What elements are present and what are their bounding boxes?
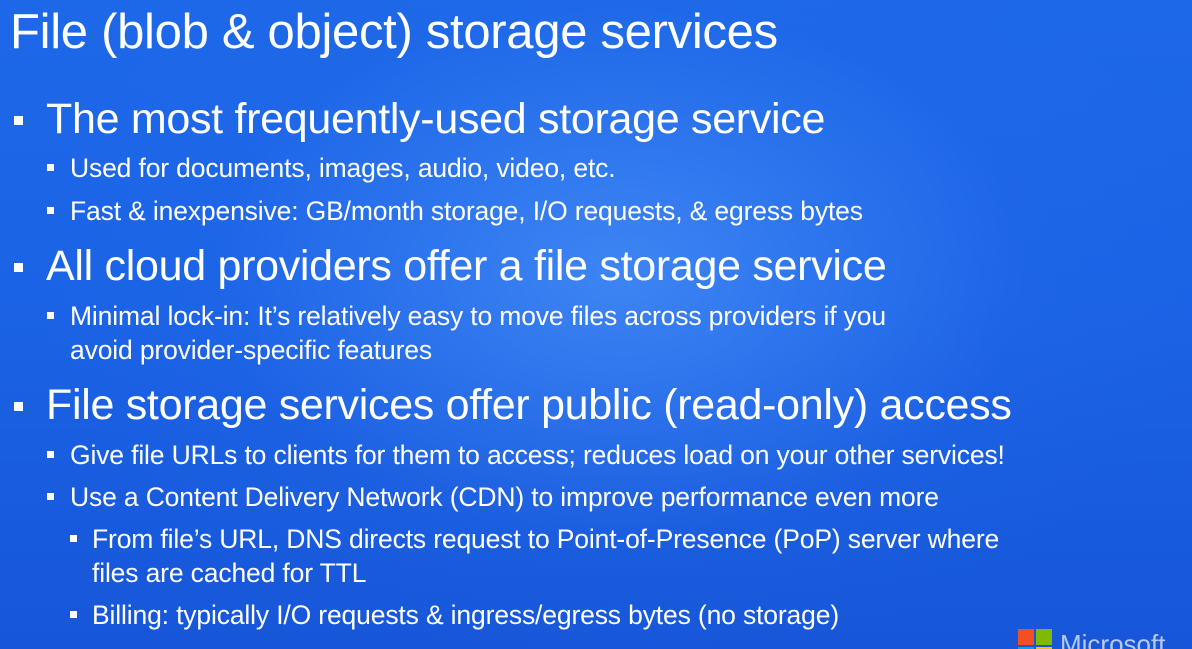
bullet-text: Fast & inexpensive: GB/month storage, I/… [70, 196, 863, 226]
bullet-text-continuation: avoid provider-specific features [70, 335, 432, 365]
bullet-text: Billing: typically I/O requests & ingres… [92, 600, 839, 630]
bullet-text: Give file URLs to clients for them to ac… [70, 440, 1005, 470]
square-bullet-icon [47, 493, 54, 500]
bullet-item: All cloud providers offer a file storage… [14, 240, 887, 292]
square-bullet-icon [14, 116, 23, 125]
bullet-text: File storage services offer public (read… [46, 381, 1012, 429]
sub-bullet-item: Give file URLs to clients for them to ac… [47, 438, 1005, 472]
sub-bullet-item: Use a Content Delivery Network (CDN) to … [47, 480, 939, 514]
square-bullet-icon [47, 451, 54, 458]
bullet-text-continuation: files are cached for TTL [92, 558, 367, 588]
square-bullet-icon [47, 312, 54, 319]
microsoft-logo: Microsoft [1018, 627, 1192, 649]
bullet-text: Minimal lock-in: It’s relatively easy to… [70, 301, 886, 331]
square-bullet-icon [70, 535, 77, 542]
bullet-item: The most frequently-used storage service [14, 93, 826, 145]
bullet-text: All cloud providers offer a file storage… [46, 242, 887, 290]
square-bullet-icon [47, 164, 54, 171]
sub-bullet-item: Fast & inexpensive: GB/month storage, I/… [47, 194, 863, 228]
square-bullet-icon [70, 611, 77, 618]
bullet-text: The most frequently-used storage service [46, 95, 826, 143]
logo-text: Microsoft [1060, 629, 1166, 649]
sub-bullet-item: Minimal lock-in: It’s relatively easy to… [47, 299, 886, 333]
bullet-text: Used for documents, images, audio, video… [70, 153, 616, 183]
bullet-item: File storage services offer public (read… [14, 379, 1012, 431]
square-bullet-icon [14, 402, 23, 411]
sub-sub-bullet-item: From file’s URL, DNS directs request to … [70, 522, 1000, 556]
windows-logo-icon [1018, 629, 1052, 649]
bullet-text: Use a Content Delivery Network (CDN) to … [70, 482, 939, 512]
slide-title: File (blob & object) storage services [10, 5, 778, 59]
bullet-text: From file’s URL, DNS directs request to … [92, 524, 1000, 554]
sub-sub-bullet-item: Billing: typically I/O requests & ingres… [70, 598, 839, 632]
sub-bullet-item: Used for documents, images, audio, video… [47, 151, 616, 185]
square-bullet-icon [14, 263, 23, 272]
square-bullet-icon [47, 207, 54, 214]
